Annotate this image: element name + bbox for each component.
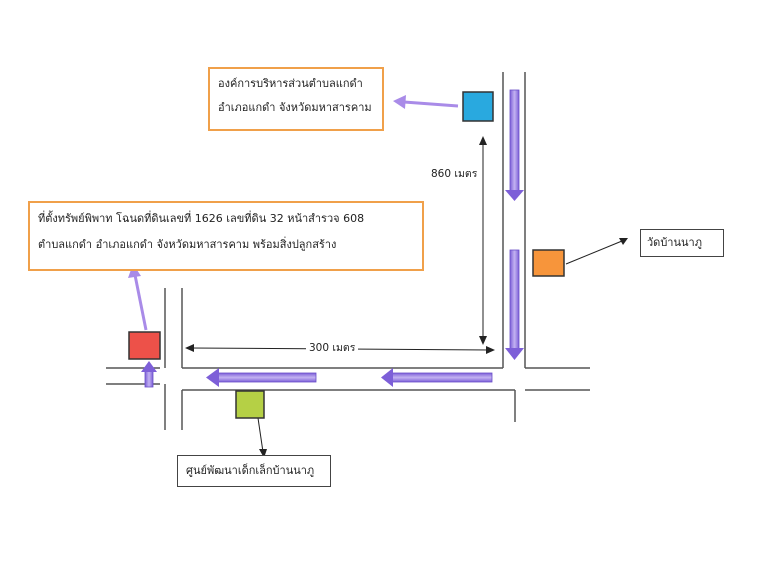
route-arrows (141, 89, 524, 388)
property-callout: ที่ตั้งทรัพย์พิพาท โฉนดที่ดินเลขที่ 1626… (28, 201, 424, 271)
office-callout: องค์การบริหารส่วนตำบลแกดำ อำเภอแกดำ จังห… (208, 67, 384, 131)
office-label-line2: อำเภอแกดำ จังหวัดมหาสารคาม (218, 101, 372, 114)
black-pointers (257, 238, 628, 458)
route-arrow-up (141, 361, 157, 388)
child-center-label-box: ศูนย์พัฒนาเด็กเล็กบ้านนาภู (177, 455, 331, 487)
distance-vertical-label: 860 เมตร (428, 165, 481, 182)
temple-marker (532, 249, 565, 277)
route-arrow-left-2 (206, 368, 317, 387)
office-marker (462, 91, 494, 122)
child-center-marker (235, 390, 265, 419)
route-arrow-down-1 (505, 89, 524, 201)
child-center-label: ศูนย์พัฒนาเด็กเล็กบ้านนาภู (186, 464, 315, 477)
route-arrow-down-2 (505, 249, 524, 360)
property-marker (128, 331, 161, 360)
roads (106, 72, 590, 430)
temple-label-box: วัดบ้านนาภู (640, 229, 724, 257)
temple-label: วัดบ้านนาภู (647, 236, 702, 249)
callout-pointers (128, 95, 459, 331)
office-label-line1: องค์การบริหารส่วนตำบลแกดำ (218, 77, 363, 90)
distance-horizontal-label: 300 เมตร (306, 339, 359, 356)
property-label-line1: ที่ตั้งทรัพย์พิพาท โฉนดที่ดินเลขที่ 1626… (38, 212, 365, 225)
markers (128, 91, 565, 419)
property-label-line2: ตำบลแกดำ อำเภอแกดำ จังหวัดมหาสารคาม พร้อ… (38, 238, 337, 251)
route-arrow-left-1 (381, 368, 493, 387)
